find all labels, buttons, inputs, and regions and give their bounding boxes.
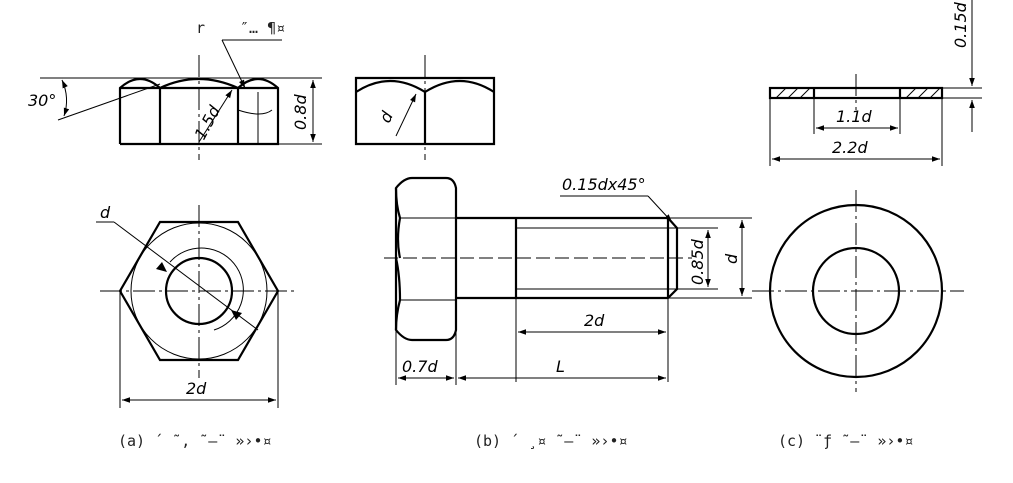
bolt-minor-label: 0.85d <box>688 238 707 285</box>
bolt-length-label: L <box>556 357 565 376</box>
nut-arc-radius-label: 1.5d <box>191 102 225 143</box>
nut-radius-note: ″… ¶¤ <box>240 19 285 37</box>
nut-height-label: 0.8d <box>291 94 310 130</box>
nut-angle-label: 30° <box>28 91 56 110</box>
nut-angle-arc <box>61 79 70 117</box>
nut-angle-line <box>57 83 161 121</box>
nut-radius-label: r <box>196 19 205 37</box>
nut-top-view: d 2d (a) ´ ˜‚ ˜–¨ »›•¤ <box>96 203 296 450</box>
nut-width-label: 2d <box>186 379 207 398</box>
nut-side-dia-label: d <box>375 108 397 126</box>
nut-note-leader <box>221 39 246 89</box>
washer-side-view: 0.15d 1.1d 2.2d <box>768 0 982 166</box>
bolt-caption: (b) ´ ¸¤ ˜–¨ »›•¤ <box>474 432 628 450</box>
nut-caption: (a) ´ ˜‚ ˜–¨ »›•¤ <box>118 432 272 450</box>
nut-side-dia-line <box>395 93 417 137</box>
nut-bore-label: d <box>100 203 111 222</box>
nut-arc-radius-line <box>198 89 233 143</box>
nut-front-view: 30° r ″… ¶¤ 1.5d 0.8d <box>28 19 322 160</box>
washer-caption: (c) ¨ƒ ˜–¨ »›•¤ <box>778 432 913 450</box>
washer-outer-label: 2.2d <box>832 138 868 157</box>
bolt-major-label: d <box>722 253 741 264</box>
nut-outline <box>118 77 280 146</box>
nut-side-view: d <box>354 55 496 160</box>
nut-bore-arrow-1 <box>156 262 167 272</box>
washer-inner-label: 1.1d <box>836 107 872 126</box>
washer-thickness-label: 0.15d <box>951 1 970 48</box>
bolt-chamfer-label: 0.15dx45° <box>562 175 646 194</box>
washer-hatch <box>775 87 941 99</box>
bolt-thread-label: 2d <box>584 311 605 330</box>
bolt-view: 0.15dx45° 0.85d d 2d 0.7d L (b) ´ ¸¤ ˜–¨… <box>384 175 752 450</box>
nut-thread-arc <box>169 247 244 331</box>
nut-chamfer-arc <box>237 109 273 115</box>
washer-top-view: (c) ¨ƒ ˜–¨ »›•¤ <box>752 190 964 450</box>
bolt-head-label: 0.7d <box>402 357 438 376</box>
bolt-head <box>394 176 458 342</box>
nut-bore-arrow-2 <box>231 310 242 320</box>
